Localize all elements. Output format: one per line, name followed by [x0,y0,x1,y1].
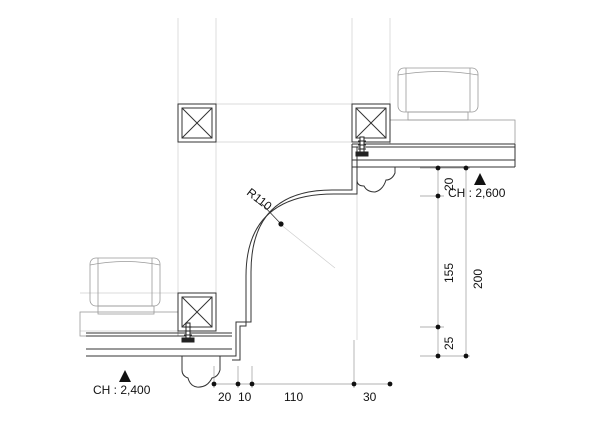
dimension-label-110: 110 [284,390,304,404]
dimension-label-v20: 20 [442,177,456,191]
screw-anchor-icon [355,136,369,157]
lower-light-fixture [79,257,179,337]
radius-point [278,221,284,227]
dimension-label-10: 10 [238,390,252,404]
column-lower-left [177,292,217,332]
dimension-label-v25: 25 [442,336,456,350]
lower-crown-molding [181,355,221,388]
upper-ceiling-board [352,143,516,168]
column-upper-right [351,103,391,143]
screw-anchor-icon [181,322,195,343]
radius-leader [261,203,282,225]
ceiling-height-lower: CH : 2,400 [93,383,151,397]
dimension-label-30: 30 [363,390,377,404]
triangle-marker-icon [119,370,131,382]
construction-lines [80,18,391,340]
upper-crown-molding [356,166,396,193]
upper-light-fixture [389,67,516,145]
dimension-label-20: 20 [218,390,232,404]
dimension-label-v200: 200 [471,268,485,289]
vertical-dimension-dots [435,165,469,359]
triangle-marker-icon [474,173,486,185]
dimension-label-v155: 155 [442,262,456,283]
curved-soffit-profile [232,144,358,361]
lower-ceiling-board [86,332,232,357]
horizontal-dimension-dots [211,381,393,387]
ceiling-height-upper: CH : 2,600 [448,186,506,200]
column-upper-left [177,103,217,143]
